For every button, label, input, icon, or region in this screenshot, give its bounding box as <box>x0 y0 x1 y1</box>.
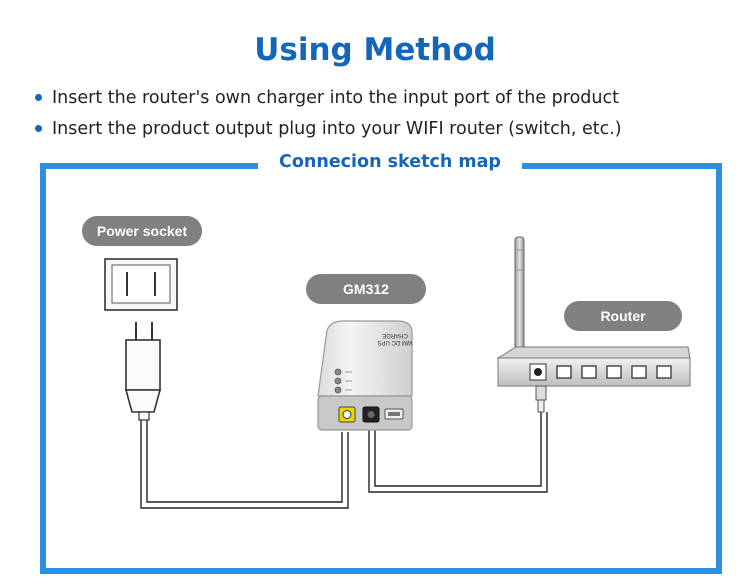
instruction-text: Insert the product output plug into your… <box>52 118 622 139</box>
label-router: Router <box>564 301 682 331</box>
bullet-dot-icon <box>35 125 42 132</box>
instruction-item: Insert the product output plug into your… <box>35 113 735 144</box>
cable-socket-to-device <box>140 418 349 509</box>
power-adapter-plug-icon <box>124 322 162 421</box>
label-gm312: GM312 <box>306 274 426 304</box>
cable-device-to-router <box>368 412 548 493</box>
device-marking: WM DC UPS <box>378 339 413 345</box>
page-title: Using Method <box>254 32 496 68</box>
wall-socket-icon <box>104 258 178 311</box>
label-power-socket: Power socket <box>82 216 202 246</box>
instruction-list: Insert the router's own charger into the… <box>35 82 735 144</box>
gm312-device-icon: CHARGE WM DC UPS <box>317 320 413 431</box>
instruction-item: Insert the router's own charger into the… <box>35 82 735 113</box>
wifi-router-icon <box>496 236 691 413</box>
device-marking: CHARGE <box>382 332 408 338</box>
diagram-title: Connecion sketch map <box>258 148 522 176</box>
bullet-dot-icon <box>35 94 42 101</box>
instruction-text: Insert the router's own charger into the… <box>52 87 619 108</box>
